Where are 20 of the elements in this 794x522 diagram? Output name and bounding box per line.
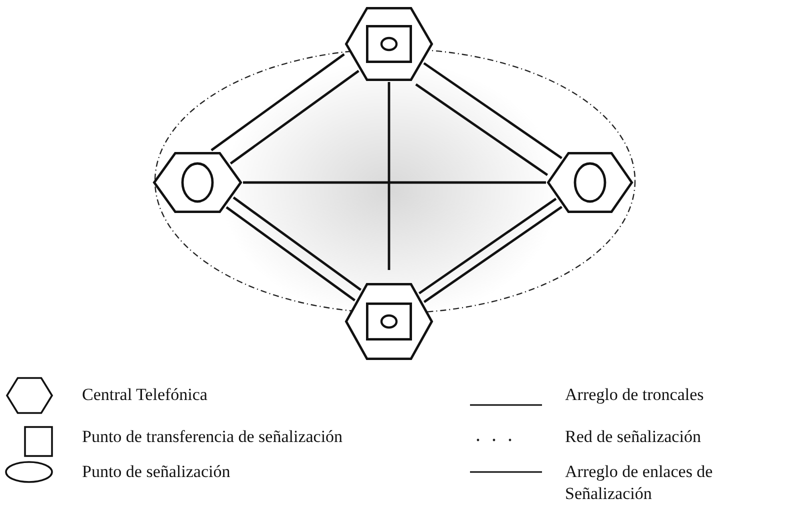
link-line [415, 83, 548, 176]
link-line [232, 196, 362, 291]
link-line [243, 181, 546, 184]
legend-text: Punto de señalización [82, 461, 232, 483]
exchange-hexagon [345, 7, 433, 81]
link-line [388, 82, 390, 270]
link-line [418, 198, 557, 294]
legend-text: Arreglo de troncales [565, 384, 705, 406]
exchange-hexagon [153, 152, 242, 213]
link-line [210, 53, 345, 152]
legend-text: Arreglo de enlaces de Señalización [565, 461, 714, 505]
legend-text: Punto de transferencia de señalización [82, 426, 344, 448]
link-line [423, 206, 562, 304]
exchange-hexagon [345, 283, 433, 360]
link-line [423, 62, 562, 160]
link-line [230, 70, 360, 164]
legend-text: Red de señalización [565, 426, 702, 448]
legend-text: Central Telefónica [82, 384, 208, 406]
link-line [226, 206, 356, 302]
exchange-hexagon [547, 152, 633, 213]
